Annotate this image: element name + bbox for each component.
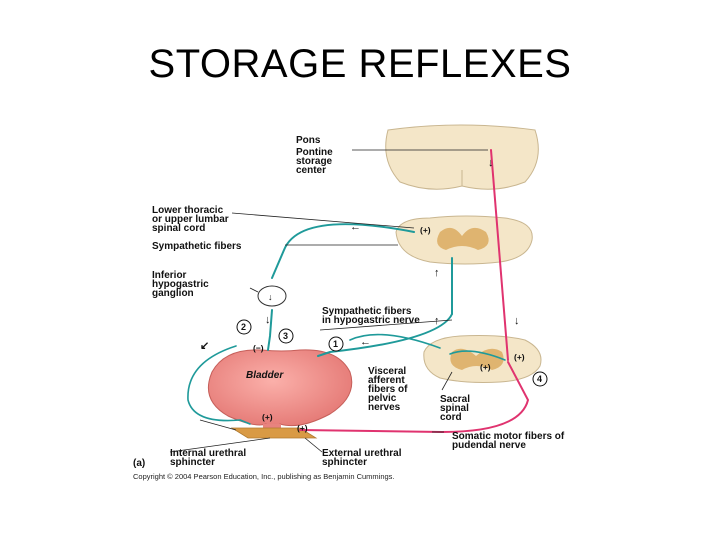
label-panel: (a): [133, 458, 145, 469]
sign-sacral-left: (+): [480, 362, 491, 372]
label-sacral-2: spinal: [440, 403, 469, 414]
bladder: [208, 349, 353, 438]
urethral-sphincter-plate: [230, 427, 318, 439]
arrow-left-symp: ←: [350, 221, 361, 233]
label-inf-2: hypogastric: [152, 279, 209, 290]
label-sacral-3: cord: [440, 412, 462, 423]
step-3: 3: [283, 331, 288, 341]
label-symp-fibers: Sympathetic fibers: [152, 241, 242, 252]
label-visc-2: afferent: [368, 375, 405, 386]
label-visc-4: pelvic: [368, 393, 397, 404]
somatic-pathway: [299, 149, 530, 434]
arrow-up-thoracic: ↑: [434, 267, 440, 279]
label-pontine-3: center: [296, 165, 326, 176]
label-copyright: Copyright © 2004 Pearson Education, Inc.…: [133, 472, 395, 481]
label-pontine-2: storage: [296, 156, 333, 167]
inferior-hypogastric-ganglion: ↓: [257, 285, 287, 307]
effect-signs: (+) (−) (+) (+) (+) (+): [253, 225, 525, 433]
label-inf-3: ganglion: [152, 288, 194, 299]
svg-text:↓: ↓: [268, 292, 273, 302]
sign-external: (+): [297, 423, 308, 433]
arrow-left-visceral: ←: [360, 336, 371, 348]
label-internal-1: Internal urethral: [170, 448, 246, 459]
sign-sacral-right: (+): [514, 352, 525, 362]
label-internal-2: sphincter: [170, 457, 215, 468]
diagram-labels: Pons Pontine storage center Lower thorac…: [133, 135, 565, 481]
label-external-1: External urethral: [322, 448, 402, 459]
arrow-down-left: ↙: [200, 340, 209, 352]
label-lower-3: spinal cord: [152, 223, 205, 234]
label-pontine-1: Pontine: [296, 147, 333, 158]
leader-lines: [169, 149, 488, 453]
label-symp-hypo-1: Sympathetic fibers: [322, 306, 412, 317]
sign-bladder-minus: (−): [253, 343, 264, 353]
step-4: 4: [537, 374, 542, 384]
step-1: 1: [333, 339, 338, 349]
slide-title: STORAGE REFLEXES: [148, 42, 572, 86]
label-lower-1: Lower thoracic: [152, 205, 224, 216]
arrow-down-somatic: ↓: [514, 315, 520, 327]
label-visc-3: fibers of: [368, 384, 408, 395]
label-somatic-2: pudendal nerve: [452, 440, 526, 451]
label-pons: Pons: [296, 135, 321, 146]
pons-section: [385, 124, 539, 190]
label-visc-5: nerves: [368, 402, 401, 413]
label-lower-2: or upper lumbar: [152, 214, 229, 225]
step-2: 2: [241, 322, 246, 332]
label-sacral-1: Sacral: [440, 394, 470, 405]
label-bladder: Bladder: [246, 370, 284, 381]
label-symp-hypo-2: in hypogastric nerve: [322, 315, 420, 326]
label-external-2: sphincter: [322, 457, 367, 468]
thoracic-cord-section: [395, 215, 533, 265]
label-inf-1: Inferior: [152, 270, 187, 281]
arrow-up-sacral: ↑: [434, 315, 440, 327]
label-somatic-1: Somatic motor fibers of: [452, 431, 565, 442]
flow-arrows: ↓ ↑ ↑ ↓ ↓ ← ← ↙: [200, 157, 520, 352]
label-visc-1: Visceral: [368, 366, 406, 377]
sign-internal: (+): [262, 412, 273, 422]
arrow-down-ganglion: ↓: [265, 314, 271, 326]
sign-thoracic: (+): [420, 225, 431, 235]
arrow-down-pons: ↓: [488, 157, 494, 169]
step-markers: 1 2 3 4: [236, 319, 548, 387]
